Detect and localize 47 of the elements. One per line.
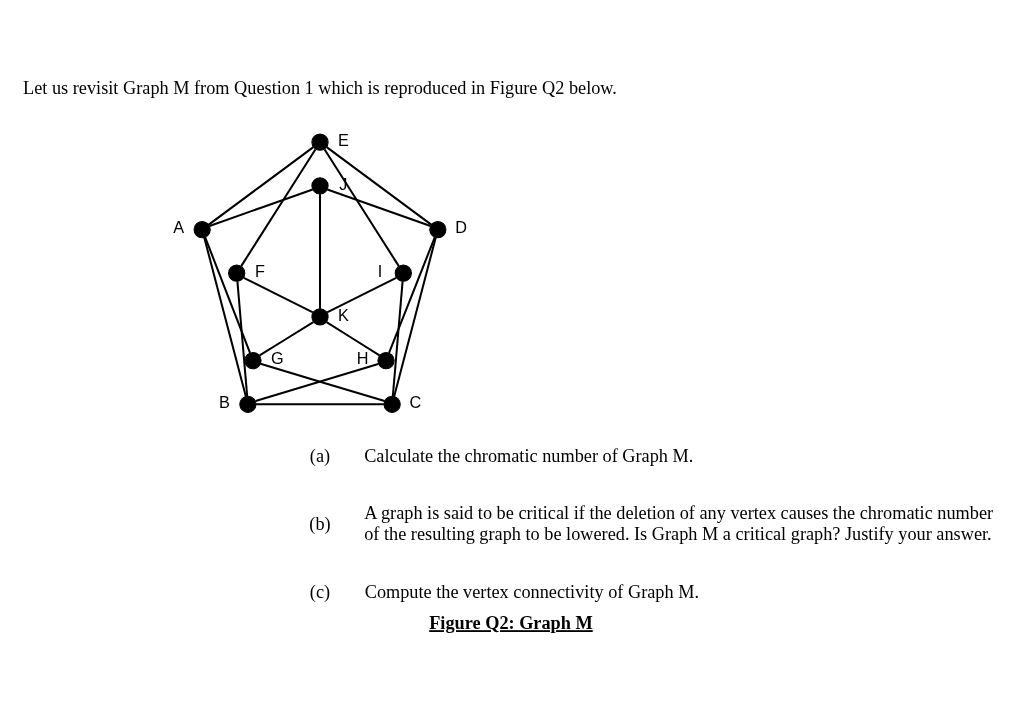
node-circle — [228, 264, 246, 282]
label: Calculate the chromatic number of Graph M. — [364, 445, 694, 466]
connector — [319, 194, 322, 309]
connector — [256, 403, 384, 406]
connector — [259, 321, 314, 357]
label: (c) — [309, 581, 331, 602]
connector — [326, 146, 432, 226]
node-label: A — [173, 218, 185, 237]
label: (a) — [309, 445, 331, 466]
connector — [208, 146, 314, 226]
label: (b) — [309, 513, 331, 534]
connector — [327, 188, 431, 227]
node-circle — [394, 264, 412, 282]
node-circle — [193, 220, 211, 239]
node-label: I — [377, 262, 383, 281]
connector — [243, 276, 314, 314]
connector — [240, 148, 317, 267]
node-circle — [311, 177, 329, 195]
node-label: G — [271, 349, 284, 368]
node-circle — [239, 395, 257, 413]
node-label: H — [356, 349, 369, 368]
node-label: C — [409, 393, 422, 412]
node-circle — [383, 395, 401, 413]
connector — [323, 148, 400, 267]
node-label: B — [219, 393, 230, 412]
connector — [236, 281, 249, 397]
label: Compute the vertex connectivity of Graph M. — [364, 581, 699, 602]
node-circle — [377, 351, 395, 370]
connector — [393, 237, 437, 397]
connector — [326, 321, 381, 357]
label: Let us revisit Graph M from Question 1 which is reproduced in Figure Q2 below. — [23, 77, 617, 98]
caption: Figure Q2: Graph M — [429, 613, 593, 634]
node-label: F — [255, 262, 266, 281]
connector — [204, 236, 251, 354]
node-circle — [244, 351, 262, 370]
connector — [209, 188, 313, 227]
connector — [203, 237, 247, 397]
connector — [326, 276, 397, 314]
label: A graph is said to be critical if the deletion of any vertex causes the chromatic number of the resulting graph to be lowered. Is Graph M a critical graph? Justify your answer. — [364, 503, 994, 544]
node-circle — [311, 308, 329, 326]
node-label: D — [455, 218, 468, 237]
node-label: E — [337, 131, 349, 150]
node-circle — [429, 220, 447, 239]
node-label: K — [337, 305, 349, 324]
connector — [388, 236, 436, 354]
node-circle — [311, 133, 329, 151]
connector — [391, 281, 404, 397]
